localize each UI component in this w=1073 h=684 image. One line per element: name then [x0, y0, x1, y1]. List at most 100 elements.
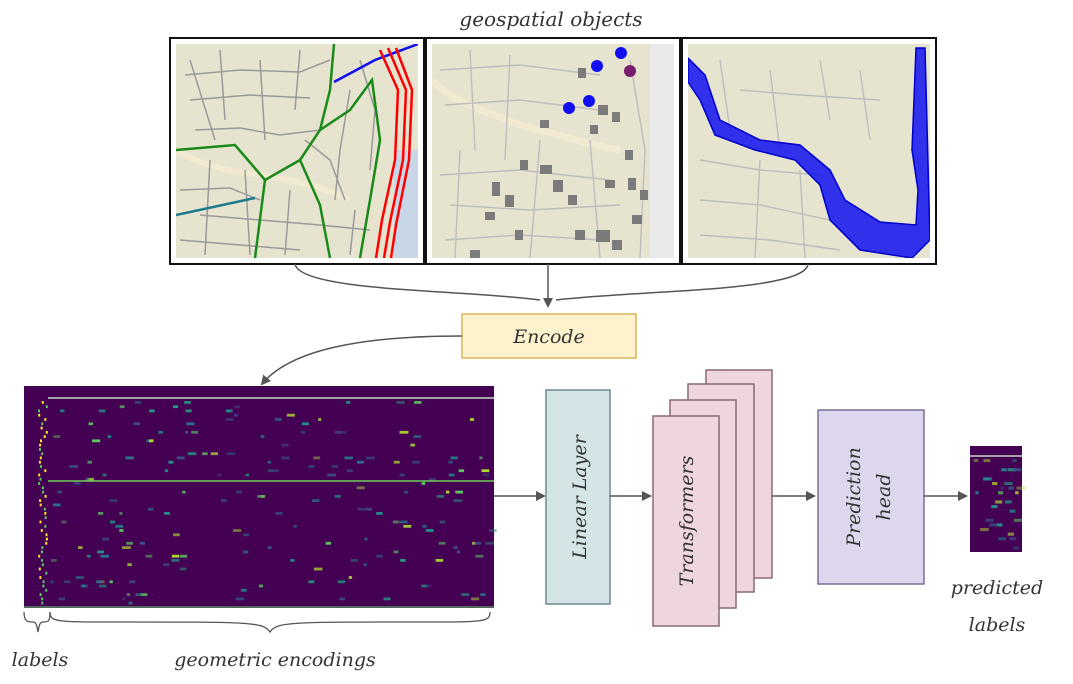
- heatmap-cell: [186, 422, 195, 426]
- heatmap-cell: [479, 456, 483, 460]
- heatmap-cell: [217, 473, 222, 477]
- heatmap-cell: [363, 563, 367, 567]
- label-cell: [45, 541, 48, 545]
- heatmap-cell: [53, 503, 61, 507]
- heatmap-cell: [184, 401, 191, 404]
- map-panel-polygons: [681, 37, 937, 265]
- heatmap-cell: [1009, 509, 1016, 513]
- heatmap-cell: [134, 401, 142, 404]
- heatmap-cell: [313, 456, 321, 460]
- label-cell: [44, 469, 47, 473]
- heatmap-cell: [233, 413, 239, 417]
- heatmap-cell: [225, 418, 234, 421]
- heatmap-cell: [110, 520, 115, 524]
- heatmap-cell: [102, 473, 107, 477]
- heatmap-cell: [286, 413, 295, 417]
- heatmap-cell: [221, 499, 227, 502]
- heatmap-cell: [293, 524, 297, 528]
- heatmap-cell: [489, 529, 497, 532]
- heatmap-cell: [399, 430, 409, 434]
- label-cell: [45, 430, 48, 434]
- encode-label: Encode: [512, 326, 585, 348]
- heatmap-cell: [471, 597, 480, 601]
- heatmap-cell: [1004, 500, 1012, 504]
- heatmap-cell: [1009, 537, 1017, 541]
- heatmap-cell: [998, 537, 1006, 541]
- heatmap-cell: [185, 409, 192, 413]
- map-panel-lines: [169, 37, 425, 265]
- highlighted-lines: [176, 44, 418, 258]
- heatmap-cell: [87, 460, 92, 464]
- heatmap-cell: [983, 477, 993, 481]
- predicted-labels-matrix: [970, 446, 1026, 552]
- heatmap-cell: [173, 533, 180, 537]
- heatmap-cell: [258, 584, 264, 588]
- label-cell: [45, 533, 48, 537]
- heatmap-cell: [84, 477, 90, 481]
- label-cell: [41, 563, 44, 567]
- label-cell: [41, 486, 44, 490]
- heatmap-cell: [980, 528, 989, 532]
- heatmap-cell: [327, 473, 336, 477]
- heatmap-cell: [290, 559, 295, 562]
- label-cell: [38, 460, 41, 464]
- heatmap-cell: [202, 452, 208, 456]
- label-cell: [38, 567, 41, 571]
- heatmap-cell: [135, 593, 143, 596]
- heatmap-cell: [475, 554, 484, 558]
- heatmap-cell: [1016, 486, 1026, 490]
- heatmap-cell: [168, 460, 174, 464]
- heatmap-cell: [271, 469, 279, 473]
- labels-caption: labels: [12, 649, 69, 671]
- heatmap-cell: [989, 523, 997, 527]
- label-cell: [39, 576, 42, 579]
- heatmap-cell: [267, 460, 271, 464]
- heatmap-cell: [996, 523, 1003, 527]
- heatmap-cell: [429, 477, 436, 481]
- heatmap-cell: [191, 430, 199, 434]
- heatmap-cell: [87, 477, 94, 481]
- heatmap-cell: [243, 533, 249, 537]
- label-cell: [38, 409, 40, 413]
- heatmap-cell: [339, 597, 345, 601]
- heatmap-cell: [334, 495, 341, 498]
- heatmap-cell: [975, 491, 979, 495]
- heatmap-cell: [87, 554, 91, 558]
- label-cell: [45, 537, 48, 541]
- heatmap-cell: [445, 490, 450, 494]
- heatmap-cell: [998, 491, 1004, 495]
- heatmap-cell: [995, 500, 1003, 504]
- buildings: [470, 68, 648, 258]
- heatmap-cell: [179, 554, 188, 558]
- heatmap-cell: [1012, 459, 1017, 463]
- heatmap-cell: [164, 469, 169, 473]
- heatmap-cell: [147, 507, 154, 511]
- label-cell: [40, 426, 43, 430]
- heatmap-cell: [481, 469, 490, 473]
- geospatial-objects-title: geospatial objects: [459, 7, 642, 31]
- street-grid: [699, 59, 881, 258]
- heatmap-cell: [61, 520, 67, 524]
- heatmap-cell: [435, 559, 444, 562]
- heatmap-cell: [185, 430, 189, 434]
- heatmap-cell: [50, 580, 54, 584]
- heatmap-cell: [482, 473, 490, 477]
- label-cell: [41, 559, 44, 562]
- heatmap-cell: [425, 529, 434, 532]
- heatmap-cell: [424, 584, 431, 588]
- heatmap-cell: [400, 559, 406, 562]
- heatmap-cell: [325, 541, 331, 545]
- heatmap-cell: [176, 456, 185, 460]
- label-cell: [40, 550, 43, 554]
- heatmap-cell: [421, 482, 426, 485]
- heatmap-cell: [456, 550, 461, 554]
- heatmap-cell: [69, 465, 79, 468]
- encoding-matrix: [24, 386, 497, 608]
- heatmap-cell: [973, 459, 979, 463]
- heatmap-cell: [64, 580, 71, 584]
- heatmap-cell: [410, 443, 415, 447]
- heatmap-cell: [145, 554, 153, 558]
- label-cell: [41, 597, 44, 601]
- heatmap-cell: [91, 439, 101, 443]
- heatmap-cell: [350, 559, 359, 562]
